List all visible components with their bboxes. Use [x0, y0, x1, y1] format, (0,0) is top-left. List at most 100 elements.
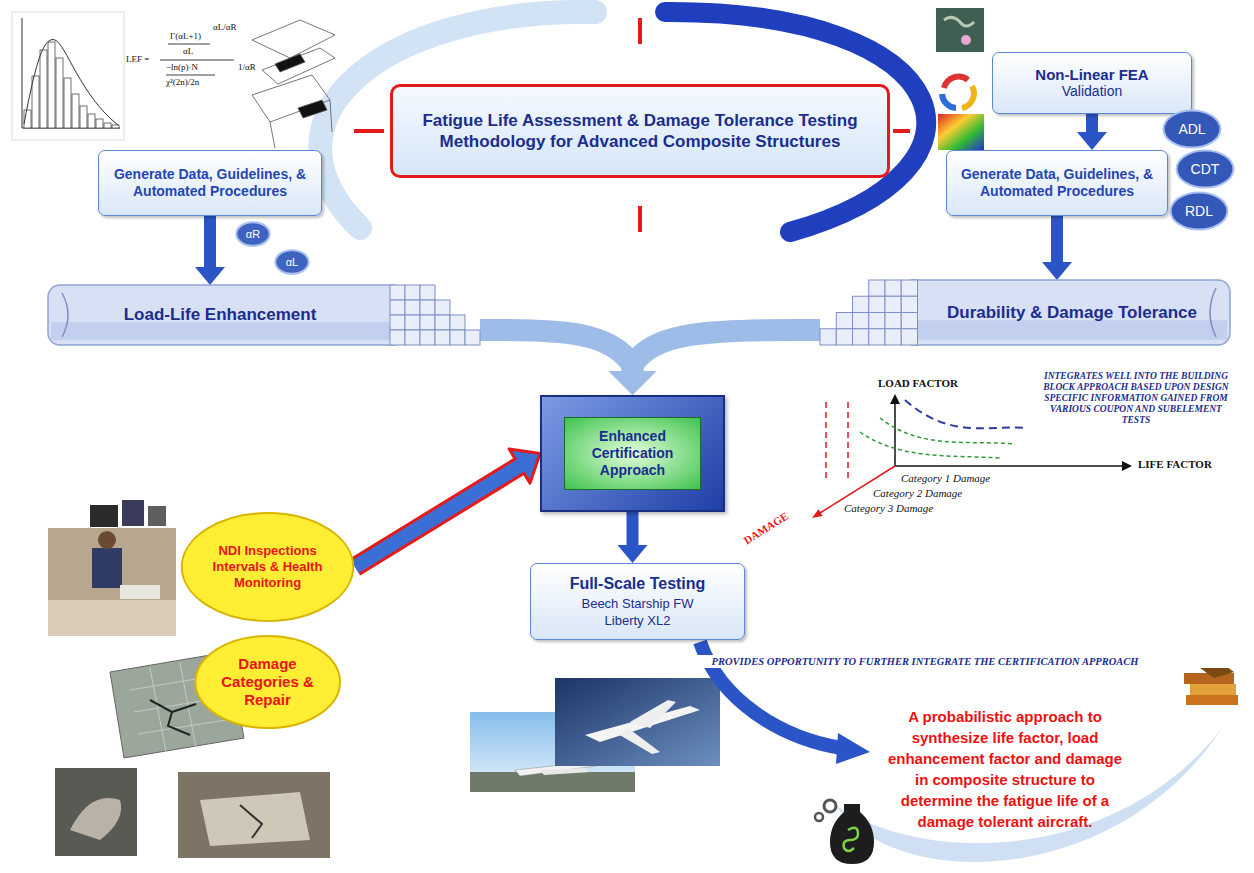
histogram-figure — [12, 12, 124, 140]
histogram-figure — [24, 42, 119, 128]
load-life-damage-chart — [812, 509, 823, 518]
grid-cell — [390, 330, 405, 345]
grid-cell — [853, 313, 869, 329]
node-text-group: Non-Linear FEAValidation — [1035, 66, 1148, 100]
red-tick — [354, 129, 384, 133]
grid-cell — [836, 313, 852, 329]
grid-cell — [853, 329, 869, 345]
test-fixture-sketch — [252, 20, 335, 58]
ellipse-outline — [1177, 150, 1234, 187]
formula-text: 1/αR — [238, 62, 256, 73]
test-fixture-sketch — [330, 100, 332, 132]
damage-photo — [178, 772, 330, 858]
node-text: Beech Starship FW Liberty XL2 — [572, 595, 702, 629]
ndi-photo — [92, 548, 122, 588]
ndi-photo — [90, 505, 118, 527]
money-bag-icon — [824, 800, 836, 812]
flow-arrow — [618, 512, 648, 563]
node-text: Load-Life Enhancement — [124, 305, 317, 325]
ndi-photo — [122, 500, 144, 526]
flow-arrow — [480, 330, 633, 371]
money-bag-icon — [844, 804, 860, 812]
band-outline — [1210, 288, 1216, 337]
central-box: Enhanced Certification Approach — [540, 395, 725, 512]
ndi-photo — [48, 528, 176, 636]
node-text: Durability & Damage Tolerance — [947, 303, 1197, 323]
node-text-group: RDL — [1185, 203, 1213, 219]
aircraft-photo — [470, 678, 720, 792]
formula-bar — [160, 60, 234, 61]
books-icon — [1186, 695, 1238, 705]
money-bag-icon — [815, 800, 874, 864]
decorative-arc — [320, 12, 926, 232]
ndi-photo — [120, 585, 160, 599]
band-outline — [48, 285, 405, 345]
category-label: Category 3 Damage — [843, 502, 934, 515]
node-text: CDT — [1191, 161, 1220, 177]
flow-arrow — [195, 216, 225, 285]
grid-cell — [405, 330, 420, 345]
node-text: Full-Scale Testing — [570, 575, 706, 592]
grid-cell — [901, 313, 917, 329]
grid-cell — [901, 296, 917, 312]
flow-arrow — [1086, 114, 1098, 132]
load-life-damage-chart — [905, 400, 1025, 428]
histogram-figure — [104, 123, 111, 128]
axis-label: LOAD FACTOR — [878, 377, 958, 390]
node-text-group: Durability & Damage Tolerance — [947, 303, 1197, 323]
parameter-ellipse: αL — [275, 250, 309, 274]
fea-image — [961, 35, 971, 45]
ellipse-outline — [1164, 110, 1221, 147]
histogram-figure — [48, 42, 55, 128]
money-bag-icon — [844, 828, 858, 851]
grid-cell — [390, 300, 405, 315]
process-box: Generate Data, Guidelines, & Automated P… — [98, 150, 322, 216]
arrow-head — [609, 371, 657, 395]
note-text: INTEGRATES WELL INTO THE BUILDING BLOCK … — [1040, 371, 1232, 426]
flow-arrow — [627, 512, 639, 545]
fea-image — [942, 94, 956, 108]
load-life-damage-chart — [895, 465, 1124, 467]
fea-image — [944, 77, 968, 88]
band-box: Durability & Damage Tolerance — [820, 280, 1230, 345]
node-text-group: NDI Inspections Intervals & Health Monit… — [198, 543, 338, 591]
band-outline — [51, 322, 402, 340]
histogram-figure — [24, 40, 118, 125]
node-text: Non-Linear FEA — [1035, 66, 1148, 83]
node-text-group: Full-Scale TestingBeech Starship FW Libe… — [570, 575, 706, 629]
title-box: Fatigue Life Assessment & Damage Toleran… — [390, 84, 890, 178]
arrow-head — [609, 371, 657, 395]
axis-label: DAMAGE — [741, 510, 790, 548]
node-text: NDI Inspections Intervals & Health Monit… — [198, 543, 338, 591]
load-life-damage-chart — [1122, 461, 1132, 471]
aircraft-photo — [630, 700, 676, 728]
ellipse-outline — [275, 250, 308, 274]
load-life-damage-chart — [890, 394, 900, 404]
parameter-ellipse: αR — [236, 222, 270, 246]
process-box: Non-Linear FEAValidation — [992, 52, 1192, 114]
grid-cell — [853, 296, 869, 312]
grid-cell — [435, 330, 450, 345]
ellipse-outline — [182, 513, 354, 621]
histogram-figure — [56, 58, 63, 128]
grid-cell — [820, 329, 836, 345]
grid-cell — [885, 313, 901, 329]
formula-bar — [160, 44, 234, 75]
arrow-head — [1077, 132, 1107, 150]
damage-photo — [55, 652, 330, 858]
red-tick — [638, 206, 642, 232]
grid-cell — [405, 315, 420, 330]
node-text-group: Enhanced Certification Approach — [564, 417, 701, 490]
band-box: Load-Life Enhancement — [48, 285, 480, 345]
node-text: αL — [286, 256, 298, 269]
node-text: αR — [246, 228, 260, 241]
test-fixture-sketch — [252, 20, 335, 148]
grid-cell — [450, 315, 465, 330]
flow-arrow — [204, 216, 216, 267]
process-box: Full-Scale TestingBeech Starship FW Libe… — [530, 563, 745, 640]
grid-cell — [420, 330, 435, 345]
ndi-photo — [48, 500, 176, 636]
grid-cell — [836, 329, 852, 345]
grid-cell — [901, 329, 917, 345]
